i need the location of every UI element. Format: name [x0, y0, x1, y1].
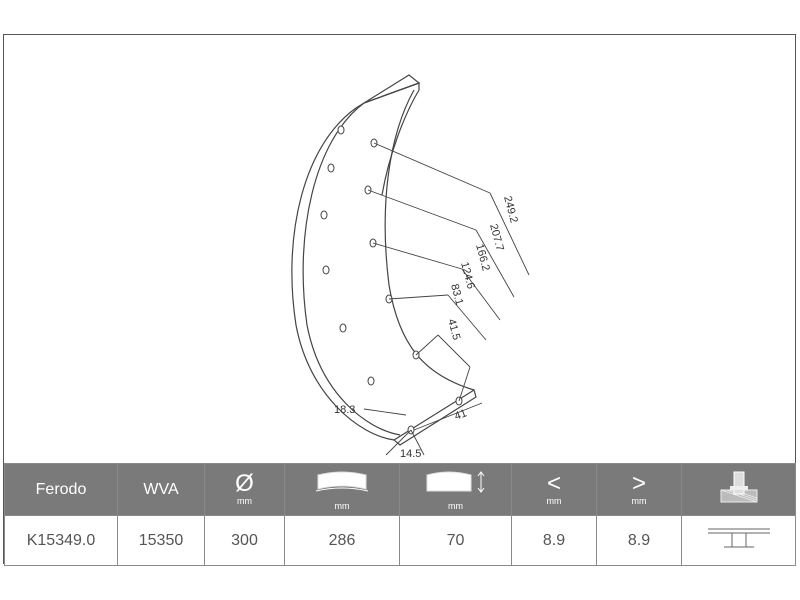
header-width: mm: [399, 463, 512, 516]
lining-outer-edge: [291, 107, 395, 441]
value-wva: 15350: [117, 515, 205, 566]
rivet-hole: [327, 163, 335, 173]
brake-drum-diameter-icon: Ø: [235, 470, 254, 497]
rivet-icon: [720, 471, 757, 503]
rivet-hole: [337, 125, 345, 135]
dimension-label: 249.2: [501, 195, 520, 225]
dimension-label: 207.7: [487, 223, 506, 253]
thickness-max-icon: >: [631, 470, 646, 497]
spec-value-row: K15349.0 15350 300 286 70 8.9 8.9: [4, 515, 796, 566]
header-thickness-max-unit: mm: [631, 496, 647, 506]
value-part-number: K15349.0: [4, 515, 118, 566]
lining-outer-edge-2: [302, 102, 401, 436]
header-rivet: [681, 463, 796, 516]
rivet-hole: [320, 210, 328, 220]
dimension-label-41: 41: [453, 407, 469, 422]
dimension-label-18-3: 18.3: [334, 404, 355, 416]
rivet-holes: [320, 125, 463, 435]
header-brand: Ferodo: [4, 463, 118, 516]
rivet-hole: [322, 265, 330, 275]
brake-lining-drawing: 249.2 207.7 166.2 124.6 83.1 41.5 18.3 1…: [291, 74, 530, 460]
spec-table: Ferodo WVA Ø mm mm mm: [4, 463, 796, 566]
lining-face-top: [363, 82, 420, 196]
spec-header-row: Ferodo WVA Ø mm mm mm: [4, 463, 796, 516]
header-diameter-unit: mm: [237, 496, 252, 506]
lining-inner-edge: [384, 89, 475, 391]
header-thickness-max: > mm: [596, 463, 682, 516]
thickness-min-icon: <: [546, 470, 561, 497]
header-thickness-min: < mm: [511, 463, 597, 516]
header-length: mm: [284, 463, 400, 516]
rivet-hole: [367, 376, 375, 386]
value-thickness-min: 8.9: [511, 515, 597, 566]
lining-length-icon: [315, 471, 369, 491]
header-thickness-min-unit: mm: [546, 496, 562, 506]
dimension-label-14-5: 14.5: [400, 448, 421, 460]
dimension-label: 41.5: [445, 318, 462, 342]
value-diameter: 300: [204, 515, 285, 566]
value-length: 286: [284, 515, 400, 566]
header-wva: WVA: [117, 463, 205, 516]
header-width-unit: mm: [448, 500, 463, 511]
dimension-label: 166.2: [473, 243, 492, 273]
lining-width-icon: [426, 470, 484, 493]
rivet-hole: [339, 323, 347, 333]
value-thickness-max: 8.9: [596, 515, 682, 566]
header-diameter: Ø mm: [204, 463, 285, 516]
dimension-label: 83.1: [448, 283, 465, 307]
product-frame: 249.2 207.7 166.2 124.6 83.1 41.5 18.3 1…: [3, 34, 796, 566]
header-length-unit: mm: [334, 500, 350, 511]
rivet-type-icon: [707, 528, 770, 548]
value-width: 70: [399, 515, 512, 566]
value-rivet-type: [681, 515, 796, 566]
